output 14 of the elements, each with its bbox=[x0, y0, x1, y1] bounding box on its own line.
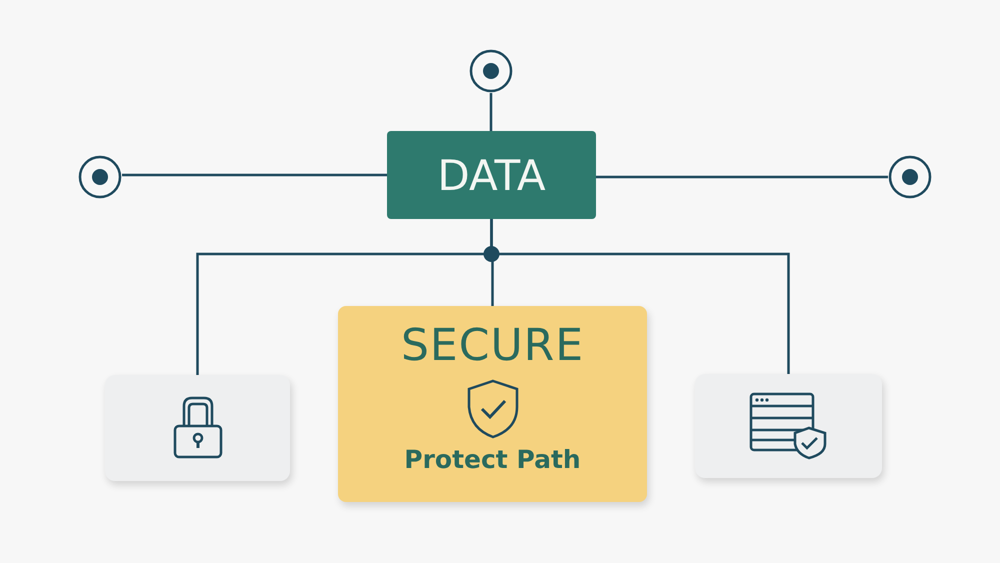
endpoint-circle bbox=[469, 49, 513, 93]
connector-line bbox=[596, 176, 888, 178]
endpoint-circle bbox=[78, 155, 122, 199]
box-label: DATA bbox=[437, 150, 546, 200]
endpoint-circle bbox=[888, 155, 932, 199]
card bbox=[105, 375, 290, 481]
card-title: SECURE bbox=[400, 320, 584, 371]
highlight-card bbox=[338, 306, 647, 502]
card-subtitle: Protect Path bbox=[404, 445, 581, 474]
connector-line bbox=[490, 93, 492, 131]
connector-line bbox=[122, 174, 387, 176]
process-box bbox=[387, 131, 596, 219]
connector-line bbox=[490, 219, 790, 374]
card bbox=[695, 374, 882, 478]
